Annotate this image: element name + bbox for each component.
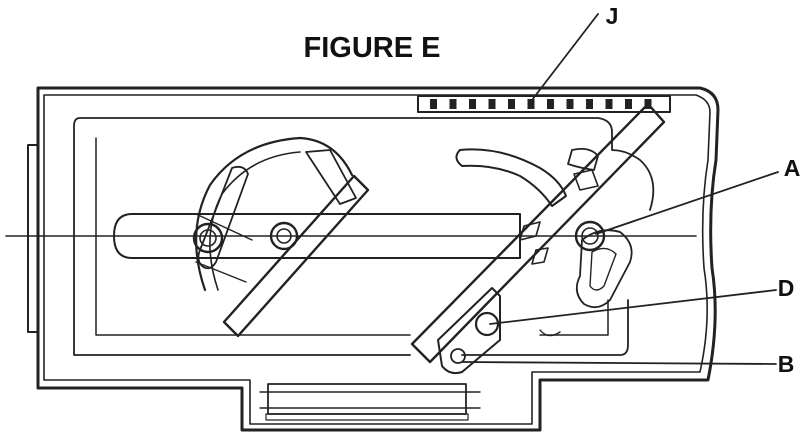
hole-b <box>450 348 466 364</box>
scale-tick <box>586 99 593 109</box>
left-lock-knob <box>192 222 224 254</box>
scale-tick <box>527 99 535 109</box>
scale-tick <box>508 99 515 109</box>
knob-a <box>574 220 606 252</box>
guide-slot <box>113 213 521 259</box>
scale-tick <box>449 99 457 109</box>
inner-recess <box>73 117 655 356</box>
left-fence-bar <box>222 174 370 338</box>
scale-tick <box>605 99 613 109</box>
callout-j-leader <box>531 13 599 101</box>
bottom-handle-slot <box>259 383 481 421</box>
inner-recess-lower <box>95 137 609 336</box>
left-pivot-knob <box>269 221 299 251</box>
callout-a-label: A <box>784 155 801 181</box>
scale-tick <box>469 99 476 109</box>
scale-tick <box>644 99 652 109</box>
scale-strip <box>417 95 671 113</box>
right-protractor <box>455 147 633 337</box>
scale-tick <box>625 99 632 109</box>
figure-title: FIGURE E <box>304 32 441 64</box>
callout-j-label: J <box>606 3 619 29</box>
right-fence-bar <box>410 102 666 364</box>
callout-d-label: D <box>778 275 795 301</box>
scale-tick <box>566 99 574 109</box>
left-protractor <box>195 136 357 292</box>
knob-d <box>474 311 500 337</box>
callout-b-leader <box>461 361 777 365</box>
right-fence-bracket <box>437 287 501 375</box>
callout-a-leader <box>595 171 779 235</box>
scale-tick <box>430 99 437 109</box>
base-plate-outline <box>27 86 720 432</box>
callout-d-leader <box>489 289 777 325</box>
scale-tick <box>547 99 554 109</box>
callout-b-label: B <box>778 351 795 377</box>
scale-tick <box>488 99 496 109</box>
